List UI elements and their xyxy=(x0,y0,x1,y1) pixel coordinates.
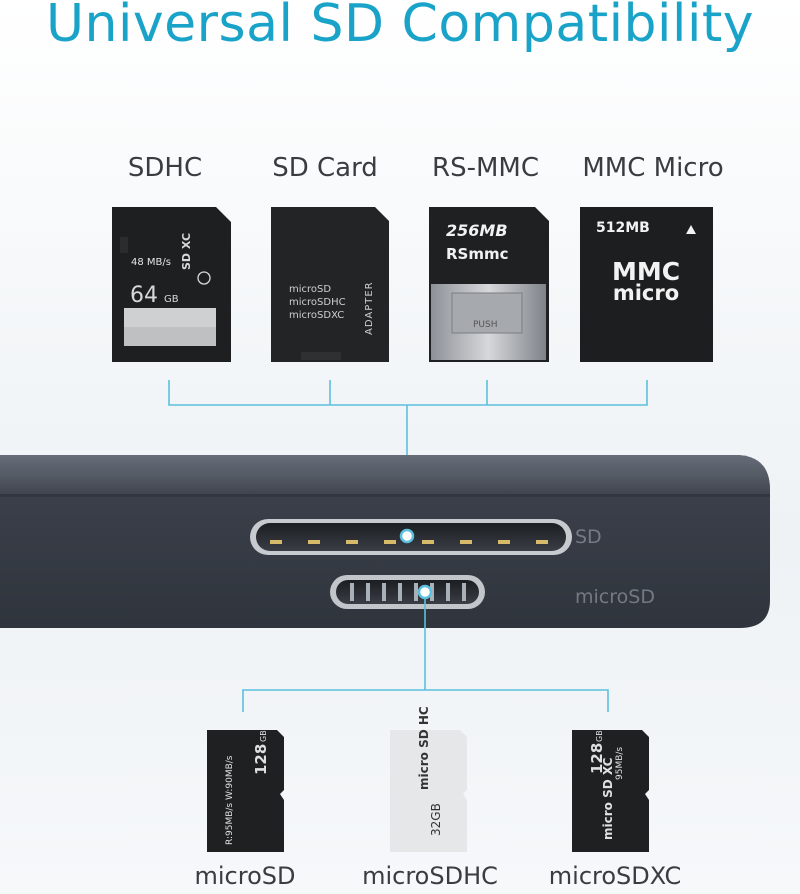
mmc-brand-top: MMC xyxy=(612,257,680,286)
adapter-line-3: microSDXC xyxy=(289,310,344,321)
microsd-label: microSD xyxy=(194,862,296,890)
microsd-unit: GB xyxy=(259,730,268,742)
microsd-capacity: 128 xyxy=(252,744,270,775)
mmc-micro-label: MMC Micro xyxy=(582,153,724,183)
microsd-speed: R:95MB/s W:90MB/s xyxy=(225,755,235,845)
microsd-slot-dot xyxy=(417,584,433,600)
mmc-brand-bottom: micro xyxy=(613,281,679,305)
sdhc-card: 48 MB/s 64 GB SD XC xyxy=(112,207,231,362)
sdhc-label: SDHC xyxy=(127,153,203,183)
microsd-card: R:95MB/s W:90MB/s 128 GB xyxy=(207,730,284,852)
microsdxc-speed: 95MB/s xyxy=(615,747,625,780)
microsd-slot xyxy=(330,575,485,609)
adapter-line-1: microSD xyxy=(289,284,331,295)
microsdxc-capacity: 128 xyxy=(588,743,606,774)
sdhc-unit: GB xyxy=(164,294,179,305)
microsdxc-card: 128 GB 95MB/s micro SD XC xyxy=(572,730,649,852)
card-reader-device xyxy=(0,455,770,628)
microsdxc-logo-icon: micro SD XC xyxy=(601,757,615,840)
microsdxc-label: microSDXC xyxy=(548,862,682,890)
sd-card-label: SD Card xyxy=(272,153,378,183)
microsdhc-logo-icon: micro SD HC xyxy=(417,706,431,790)
sdhc-logo: SD XC xyxy=(180,233,193,270)
adapter-side-text: ADAPTER xyxy=(364,281,375,335)
microsd-slot-label: microSD xyxy=(575,586,655,608)
bottom-connectors xyxy=(242,592,609,712)
rs-mmc-capacity: 256MB xyxy=(446,221,508,240)
mmc-micro-card: 512MB MMC micro xyxy=(580,207,713,362)
microsdxc-unit: GB xyxy=(595,730,604,742)
microsdhc-label: microSDHC xyxy=(362,862,498,890)
triangle-icon xyxy=(686,225,696,234)
microsdhc-card: 32GB micro SD HC xyxy=(390,706,467,852)
class-10-icon xyxy=(197,271,211,285)
sd-slot-label: SD xyxy=(575,526,602,548)
rs-mmc-card: 256MB RSmmc PUSH xyxy=(429,207,549,362)
microsdhc-capacity: 32GB xyxy=(429,803,443,836)
rs-mmc-brand: RSmmc xyxy=(446,245,509,263)
sd-slot-dot xyxy=(399,528,415,544)
mmc-micro-capacity: 512MB xyxy=(596,220,650,236)
push-text: PUSH xyxy=(473,320,498,330)
sd-adapter-card: microSD microSDHC microSDXC ADAPTER xyxy=(271,207,389,362)
adapter-line-2: microSDHC xyxy=(289,297,346,308)
sdhc-capacity: 64 xyxy=(130,283,158,308)
sdhc-speed: 48 MB/s xyxy=(131,257,171,268)
rs-mmc-label: RS-MMC xyxy=(432,153,539,183)
page-title: Universal SD Compatibility xyxy=(45,0,755,54)
